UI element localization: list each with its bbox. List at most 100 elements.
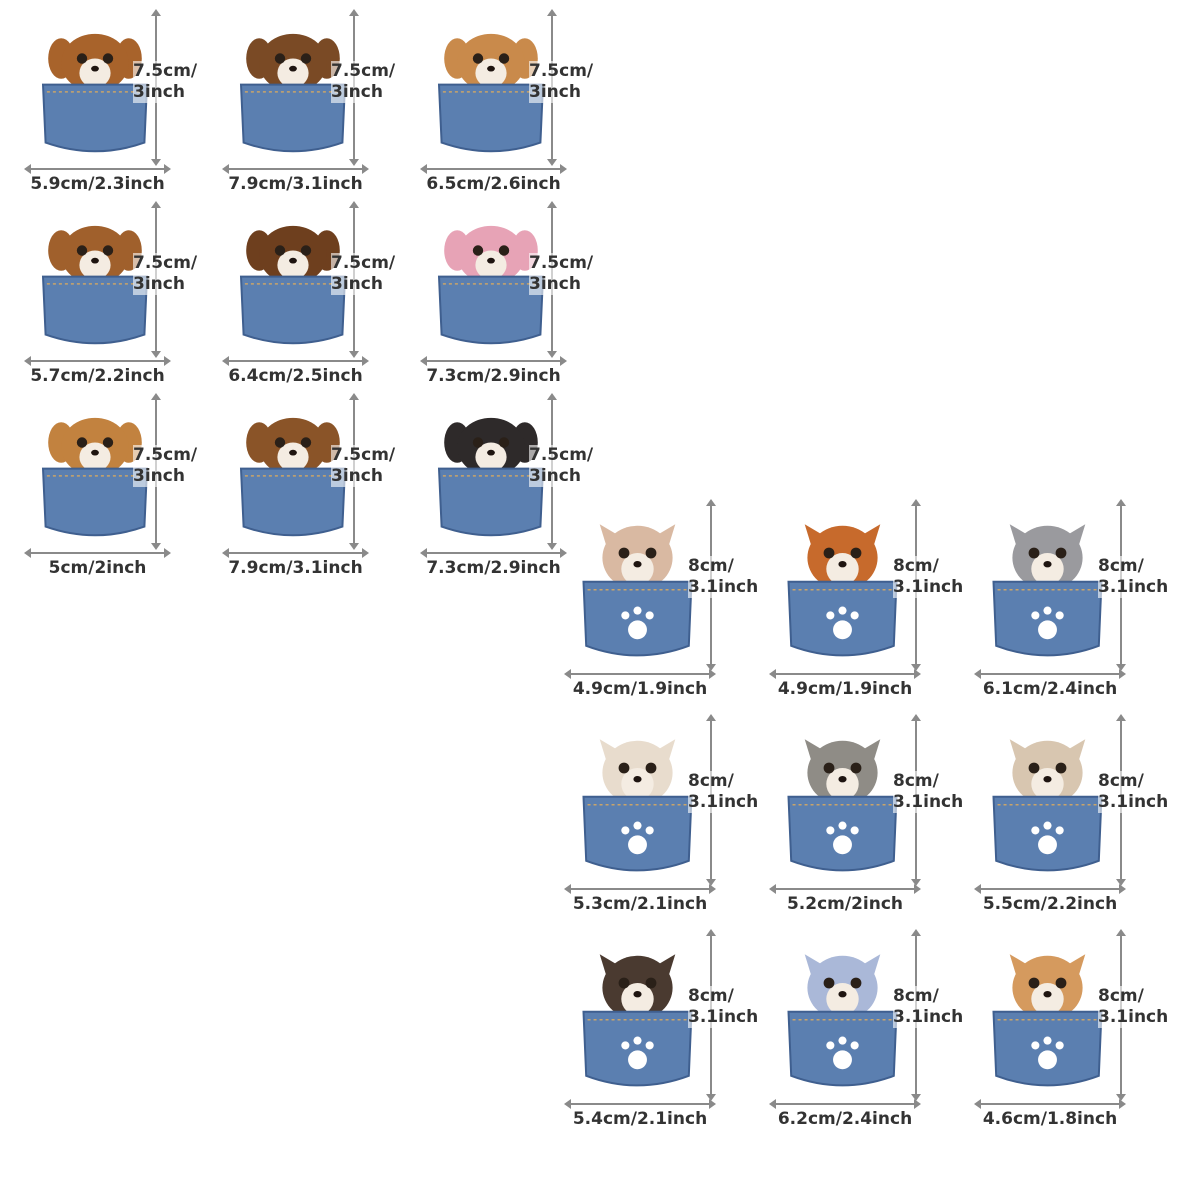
height-cm: 7.5cm/ (529, 253, 594, 274)
dog-in-pocket-illustration (41, 33, 149, 153)
cat-sticker-art (570, 720, 705, 884)
height-inch: 3.1inch (1098, 1007, 1169, 1028)
cat-in-pocket-illustration (992, 954, 1103, 1087)
height-inch: 3inch (133, 274, 185, 295)
dog-sticker-art (426, 399, 556, 548)
height-inch: 3inch (529, 82, 581, 103)
dog-sticker-art (30, 207, 160, 356)
width-arrow (222, 164, 369, 174)
width-label: 5.9cm/2.3inch (30, 174, 165, 194)
height-cm: 7.5cm/ (529, 61, 594, 82)
width-arrow (974, 1099, 1126, 1109)
height-cm: 8cm/ (688, 556, 734, 577)
height-label: 8cm/3.1inch (1098, 986, 1169, 1029)
width-label: 7.3cm/2.9inch (426, 366, 561, 386)
height-inch: 3inch (331, 274, 383, 295)
width-arrow (564, 884, 716, 894)
height-cm: 7.5cm/ (331, 61, 396, 82)
height-label: 8cm/3.1inch (688, 556, 759, 599)
width-label: 4.6cm/1.8inch (982, 1109, 1118, 1129)
height-label: 8cm/3.1inch (1098, 771, 1169, 814)
dog-sticker-art (426, 207, 556, 356)
height-cm: 8cm/ (1098, 986, 1144, 1007)
height-cm: 7.5cm/ (133, 61, 198, 82)
width-arrow (420, 548, 567, 558)
height-inch: 3.1inch (688, 1007, 759, 1028)
height-label: 7.5cm/3inch (133, 253, 198, 296)
height-cm: 7.5cm/ (529, 445, 594, 466)
width-label: 5.3cm/2.1inch (572, 894, 708, 914)
height-inch: 3inch (529, 466, 581, 487)
width-arrow (564, 1099, 716, 1109)
height-cm: 8cm/ (688, 771, 734, 792)
dog-in-pocket-illustration (437, 417, 545, 537)
height-cm: 8cm/ (1098, 556, 1144, 577)
dog-in-pocket-illustration (41, 225, 149, 345)
width-label: 6.1cm/2.4inch (982, 679, 1118, 699)
dog-in-pocket-illustration (437, 33, 545, 153)
height-cm: 7.5cm/ (331, 445, 396, 466)
height-inch: 3inch (133, 82, 185, 103)
height-label: 7.5cm/3inch (331, 61, 396, 104)
dog-in-pocket-illustration (239, 417, 347, 537)
cat-sticker-art (570, 505, 705, 669)
height-label: 8cm/3.1inch (688, 771, 759, 814)
width-label: 5.4cm/2.1inch (572, 1109, 708, 1129)
width-arrow (24, 548, 171, 558)
cat-sticker-art (775, 935, 910, 1099)
cat-sticker-art (980, 935, 1115, 1099)
width-label: 5.5cm/2.2inch (982, 894, 1118, 914)
cat-in-pocket-illustration (992, 739, 1103, 872)
width-arrow (769, 1099, 921, 1109)
height-label: 7.5cm/3inch (133, 445, 198, 488)
width-arrow (24, 164, 171, 174)
height-cm: 7.5cm/ (133, 253, 198, 274)
height-label: 7.5cm/3inch (529, 445, 594, 488)
cat-sticker-art (980, 505, 1115, 669)
cat-sticker-art (775, 505, 910, 669)
height-inch: 3.1inch (1098, 577, 1169, 598)
height-label: 8cm/3.1inch (893, 771, 964, 814)
dog-sticker-art (228, 399, 358, 548)
width-label: 5.7cm/2.2inch (30, 366, 165, 386)
height-cm: 8cm/ (893, 771, 939, 792)
height-label: 7.5cm/3inch (331, 445, 396, 488)
height-inch: 3inch (529, 274, 581, 295)
width-label: 7.3cm/2.9inch (426, 558, 561, 578)
height-label: 8cm/3.1inch (1098, 556, 1169, 599)
dog-in-pocket-illustration (41, 417, 149, 537)
height-inch: 3.1inch (688, 792, 759, 813)
width-arrow (222, 356, 369, 366)
width-label: 6.4cm/2.5inch (228, 366, 363, 386)
height-label: 7.5cm/3inch (331, 253, 396, 296)
width-arrow (974, 669, 1126, 679)
height-label: 7.5cm/3inch (529, 253, 594, 296)
width-label: 5.2cm/2inch (786, 894, 904, 914)
width-arrow (974, 884, 1126, 894)
height-cm: 7.5cm/ (331, 253, 396, 274)
height-inch: 3inch (331, 82, 383, 103)
width-arrow (420, 164, 567, 174)
height-inch: 3.1inch (688, 577, 759, 598)
width-label: 4.9cm/1.9inch (777, 679, 913, 699)
height-label: 7.5cm/3inch (133, 61, 198, 104)
cat-in-pocket-illustration (787, 524, 898, 657)
dog-sticker-art (426, 15, 556, 164)
cat-in-pocket-illustration (992, 524, 1103, 657)
width-label: 5cm/2inch (48, 558, 147, 578)
dog-sticker-art (30, 399, 160, 548)
height-inch: 3.1inch (1098, 792, 1169, 813)
dog-in-pocket-illustration (437, 225, 545, 345)
height-cm: 8cm/ (1098, 771, 1144, 792)
cat-in-pocket-illustration (787, 739, 898, 872)
dog-sticker-art (30, 15, 160, 164)
height-label: 7.5cm/3inch (529, 61, 594, 104)
height-cm: 7.5cm/ (133, 445, 198, 466)
cat-in-pocket-illustration (582, 739, 693, 872)
width-arrow (420, 356, 567, 366)
height-inch: 3.1inch (893, 577, 964, 598)
height-cm: 8cm/ (893, 556, 939, 577)
width-arrow (24, 356, 171, 366)
width-arrow (222, 548, 369, 558)
height-cm: 8cm/ (893, 986, 939, 1007)
